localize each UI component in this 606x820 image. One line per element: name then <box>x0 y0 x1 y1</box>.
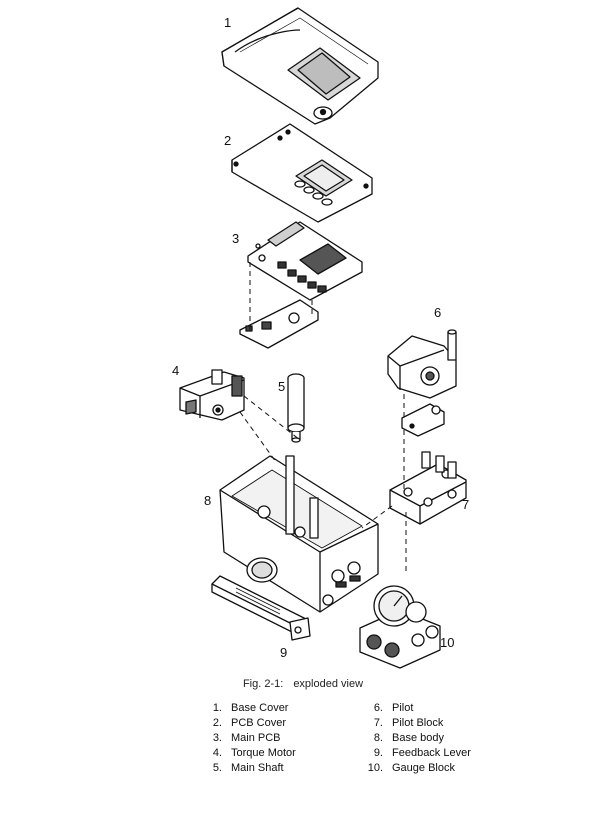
caption-text: exploded view <box>293 678 364 690</box>
legend-item: 6.Pilot <box>373 702 414 714</box>
legend-item: 10.Gauge Block <box>367 762 455 774</box>
gauge-block-part <box>359 585 441 669</box>
legend-label: Pilot <box>392 702 414 714</box>
legend-item: 8.Base body <box>373 732 444 744</box>
exploded-view-diagram: 1 2 3 4 5 6 7 8 9 10 <box>172 7 470 669</box>
pcb-cover-part <box>231 123 373 223</box>
figure-caption: Fig. 2-1: exploded view <box>0 678 606 690</box>
main-pcb-part <box>239 221 363 349</box>
legend-item: 3.Main PCB <box>212 732 281 744</box>
legend-label: Base Cover <box>231 702 289 714</box>
legend-label: Main Shaft <box>231 762 284 774</box>
legend-label: Main PCB <box>231 732 281 744</box>
pilot-block-part <box>389 451 467 525</box>
callout-1: 1 <box>224 15 232 30</box>
legend-left-column: 1.Base Cover 2.PCB Cover 3.Main PCB 4.To… <box>206 701 296 776</box>
legend-right-column: 6.Pilot 7.Pilot Block 8.Base body 9.Feed… <box>366 701 471 776</box>
callout-2: 2 <box>224 133 232 148</box>
base-body-part <box>219 455 379 613</box>
callout-10: 10 <box>440 635 455 650</box>
callout-9: 9 <box>280 645 288 660</box>
base-cover-part <box>221 7 379 125</box>
diagram-drawing <box>179 7 467 669</box>
legend-item: 4.Torque Motor <box>212 747 296 759</box>
legend-label: Gauge Block <box>392 762 455 774</box>
callout-5: 5 <box>278 379 286 394</box>
pilot-part <box>387 329 457 437</box>
legend-label: Base body <box>392 732 444 744</box>
torque-motor-part <box>179 369 245 421</box>
callout-6: 6 <box>434 305 442 320</box>
callout-4: 4 <box>172 363 180 378</box>
legend-label: Torque Motor <box>231 747 296 759</box>
legend-label: PCB Cover <box>231 717 287 729</box>
legend-label: Pilot Block <box>392 717 444 729</box>
feedback-lever-part <box>211 575 311 641</box>
callout-3: 3 <box>232 231 240 246</box>
legend-item: 1.Base Cover <box>212 702 289 714</box>
legend-item: 2.PCB Cover <box>212 717 287 729</box>
caption-number: Fig. 2-1: <box>242 678 284 690</box>
callout-8: 8 <box>204 493 212 508</box>
legend-item: 9.Feedback Lever <box>373 747 471 759</box>
assembly-guide-lines <box>239 262 407 574</box>
legend-label: Feedback Lever <box>392 747 471 759</box>
callout-7: 7 <box>462 497 470 512</box>
legend-item: 7.Pilot Block <box>373 717 444 729</box>
legend-item: 5.Main Shaft <box>212 762 284 774</box>
main-shaft-part <box>287 373 305 443</box>
